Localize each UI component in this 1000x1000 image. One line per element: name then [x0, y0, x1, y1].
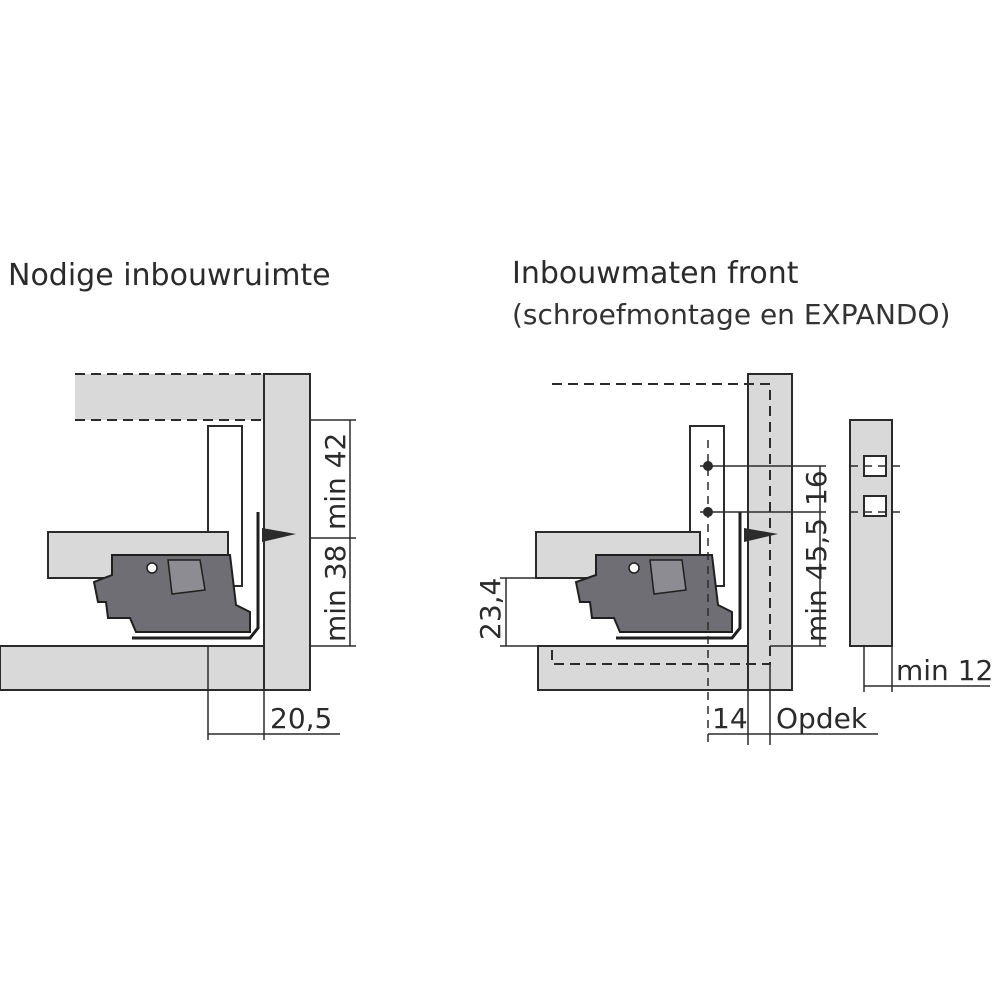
dim-20-5: 20,5	[270, 702, 332, 735]
dim-14: 14	[712, 702, 748, 735]
side-panel	[263, 373, 311, 691]
dim-min-12: min 12	[896, 654, 993, 687]
right-diagram	[500, 373, 990, 745]
dim-min-38: min 38	[319, 545, 352, 642]
left-diagram-title: Nodige inbouwruimte	[8, 258, 331, 293]
runner-detail	[167, 559, 206, 595]
left-diagram	[0, 373, 356, 740]
mounting-rail-right	[616, 512, 742, 640]
bottom-panel-right	[537, 645, 749, 691]
mounting-rail	[132, 512, 260, 640]
hole-bottom	[863, 495, 887, 517]
dim-min-45-5: min 45,5	[800, 518, 833, 642]
dim-23-4: 23,4	[474, 578, 507, 640]
right-diagram-title: Inbouwmaten front	[512, 256, 799, 291]
dim-min-42: min 42	[319, 433, 352, 530]
bottom-panel	[0, 645, 265, 691]
front-panel-detail	[849, 419, 893, 647]
right-diagram-subtitle: (schroefmontage en EXPANDO)	[512, 298, 951, 331]
top-shelf-panel	[75, 374, 265, 420]
mounting-screw-icon-right	[744, 528, 778, 542]
dim-opdek: Opdek	[776, 702, 868, 735]
runner-screw	[146, 562, 158, 574]
mounting-screw-icon	[262, 528, 296, 542]
dim-16: 16	[800, 470, 833, 506]
